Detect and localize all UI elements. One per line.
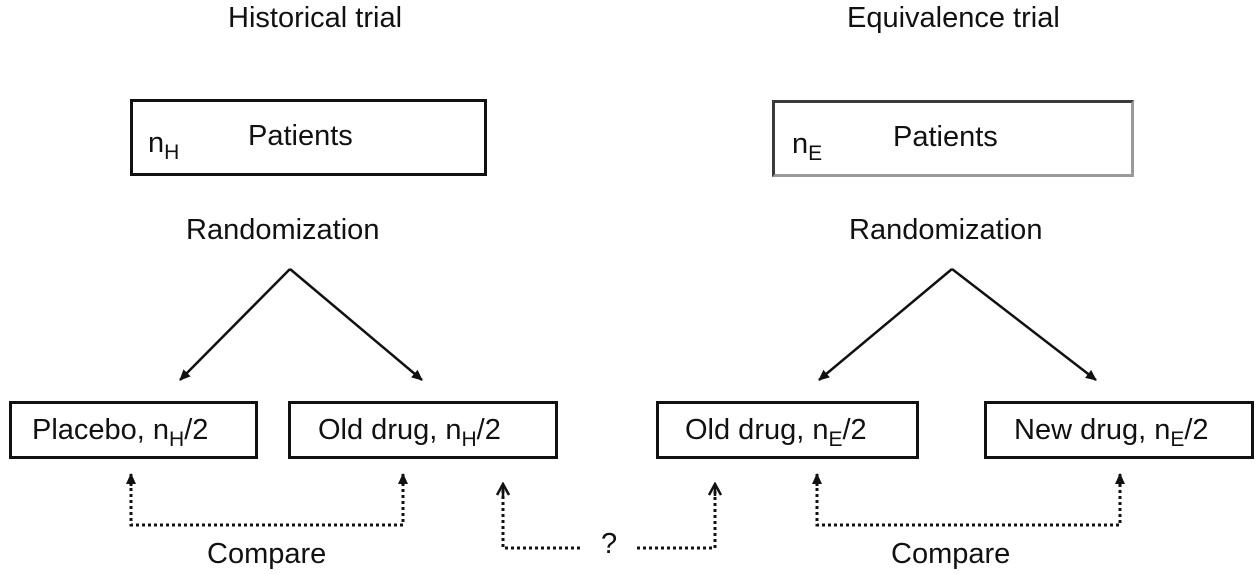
historical-compare-label: Compare (207, 538, 327, 570)
equivalence-old-drug-arm-box: Old drug, nE/2 (656, 401, 919, 459)
equivalence-randomization-arrow-left (818, 268, 953, 381)
equivalence-patients-label: Patients (893, 121, 998, 153)
historical-old-drug-arm-box: Old drug, nH/2 (288, 401, 558, 459)
equivalence-compare-label: Compare (891, 538, 1011, 570)
historical-compare-bracket (129, 476, 405, 527)
historical-patients-label: Patients (248, 120, 353, 152)
placebo-arm-label: Placebo, nH/2 (32, 414, 209, 451)
cross-trial-question-mark: ? (601, 528, 618, 560)
cross-trial-bracket (501, 490, 717, 550)
historical-trial-title: Historical trial (228, 2, 403, 34)
new-drug-arm-box: New drug, nE/2 (984, 401, 1254, 459)
equivalence-trial-title: Equivalence trial (847, 2, 1060, 34)
equivalence-randomization-label: Randomization (849, 214, 1043, 246)
historical-randomization-label: Randomization (186, 214, 380, 246)
historical-randomization-arrow-right (289, 268, 423, 381)
equivalence-compare-bracket (815, 476, 1122, 527)
historical-randomization-arrow-left (179, 268, 291, 381)
equivalence-patients-box: nE Patients (772, 100, 1134, 177)
equivalence-old-drug-arm-label: Old drug, nE/2 (685, 414, 867, 451)
historical-patients-n: nH (148, 127, 180, 164)
placebo-arm-box: Placebo, nH/2 (9, 401, 258, 459)
historical-patients-box: nH Patients (130, 99, 487, 176)
new-drug-arm-label: New drug, nE/2 (1014, 414, 1209, 451)
historical-old-drug-arm-label: Old drug, nH/2 (318, 414, 501, 451)
equivalence-randomization-arrow-right (951, 268, 1097, 381)
equivalence-patients-n: nE (792, 128, 823, 165)
